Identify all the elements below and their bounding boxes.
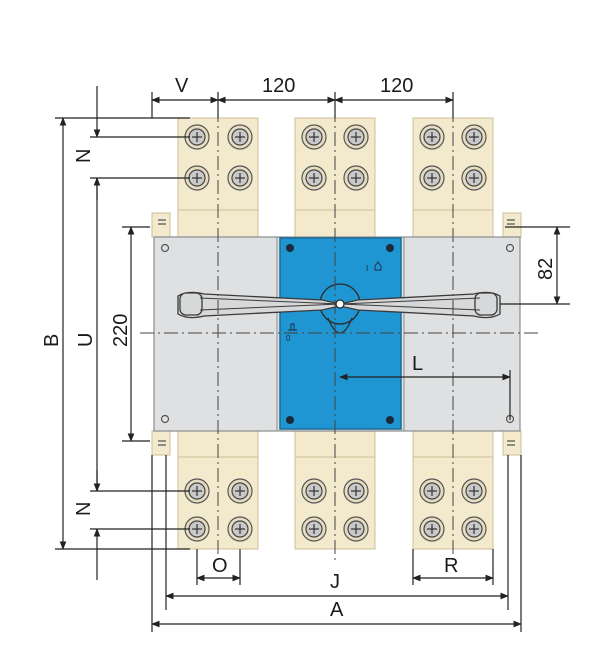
label-220: 220 bbox=[110, 314, 132, 347]
padlock-icon bbox=[288, 323, 297, 331]
operating-handle bbox=[177, 283, 501, 334]
label-l: L bbox=[412, 353, 423, 375]
dimension-labels: V 120 120 N B U 220 N 82 L O J R A bbox=[41, 75, 557, 621]
terminal-bolt bbox=[419, 124, 445, 150]
terminal-bolt bbox=[227, 478, 253, 504]
center-lines bbox=[140, 108, 540, 560]
terminal-bolt bbox=[227, 165, 253, 191]
mount-tab-tr bbox=[502, 212, 522, 238]
terminal-bolt bbox=[461, 516, 487, 542]
terminal-bolt bbox=[343, 124, 369, 150]
mount-tab-br bbox=[502, 430, 522, 456]
off-mark: 0 bbox=[286, 334, 291, 343]
terminal-bolt bbox=[184, 124, 210, 150]
label-n-bottom: N bbox=[73, 502, 95, 516]
terminal-bolt bbox=[461, 124, 487, 150]
label-n-top: N bbox=[73, 149, 95, 163]
on-mark: I bbox=[366, 264, 368, 273]
lock-icon bbox=[374, 261, 382, 271]
terminal-bolt bbox=[184, 165, 210, 191]
terminal-bolt bbox=[343, 165, 369, 191]
terminal-bolts bbox=[184, 124, 487, 542]
terminal-bolt bbox=[301, 165, 327, 191]
label-b: B bbox=[41, 334, 63, 347]
terminal-bolt bbox=[461, 165, 487, 191]
mount-tab-bl bbox=[151, 430, 171, 456]
label-pitch-1: 120 bbox=[262, 75, 295, 97]
label-v: V bbox=[175, 75, 189, 97]
handle-grip-left bbox=[179, 292, 203, 316]
label-o: O bbox=[212, 555, 228, 577]
panel-screws bbox=[286, 244, 394, 424]
terminal-bolt bbox=[419, 516, 445, 542]
label-a: A bbox=[330, 599, 344, 621]
mounting-tabs bbox=[151, 212, 522, 456]
terminal-bolt bbox=[301, 478, 327, 504]
terminal-bolt bbox=[343, 516, 369, 542]
terminal-bolt bbox=[227, 124, 253, 150]
terminal-bolt bbox=[301, 516, 327, 542]
terminal-bolt bbox=[184, 478, 210, 504]
terminal-bolt bbox=[343, 478, 369, 504]
terminal-bolt bbox=[301, 124, 327, 150]
label-r: R bbox=[444, 555, 458, 577]
label-pitch-2: 120 bbox=[380, 75, 413, 97]
dimension-lines bbox=[55, 86, 570, 632]
label-u: U bbox=[75, 333, 97, 347]
terminal-bolt bbox=[419, 478, 445, 504]
terminal-bolt bbox=[419, 165, 445, 191]
label-82: 82 bbox=[535, 258, 557, 280]
terminal-bolt bbox=[461, 478, 487, 504]
label-j: J bbox=[330, 571, 340, 593]
handle-grip-right bbox=[474, 292, 498, 316]
mount-tab-tl bbox=[151, 212, 171, 238]
terminal-bolt bbox=[227, 516, 253, 542]
